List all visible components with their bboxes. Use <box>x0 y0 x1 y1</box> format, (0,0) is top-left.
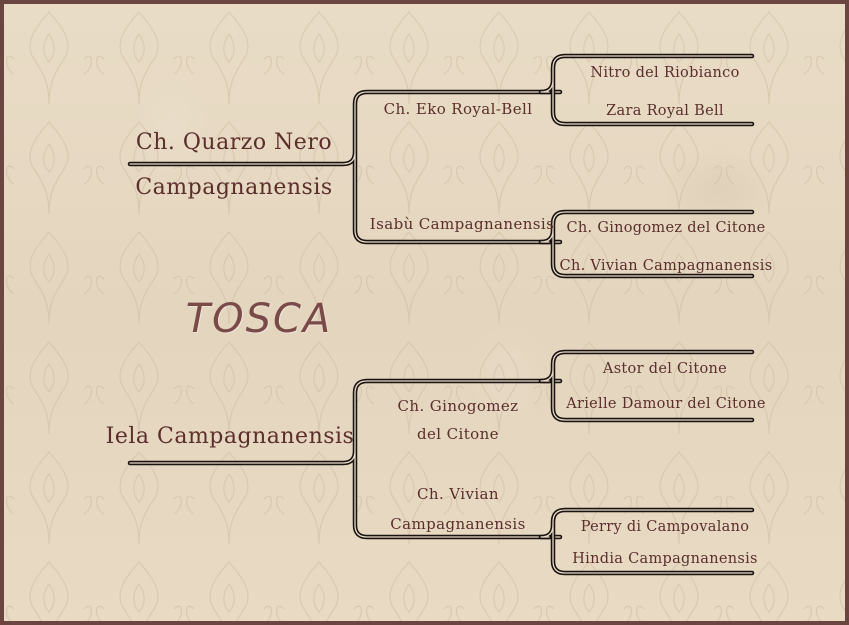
maternal-grandsire-name-line2: del Citone <box>417 425 499 443</box>
maternal-granddam-name-line1: Ch. Vivian <box>417 485 499 503</box>
great-grandparent-5: Astor del Citone <box>602 361 728 377</box>
damask-background <box>4 4 845 621</box>
paternal-grandsire-name: Ch. Eko Royal-Bell <box>383 100 533 118</box>
great-grandparent-6: Arielle Damour del Citone <box>566 396 766 412</box>
great-grandparent-1: Nitro del Riobianco <box>590 65 740 81</box>
dam-name: Iela Campagnanensis <box>105 424 355 449</box>
great-grandparent-8: Hindia Campagnanensis <box>572 551 758 567</box>
paternal-granddam-bracket <box>538 209 755 279</box>
maternal-grandsire-name-line1: Ch. Ginogomez <box>397 397 519 415</box>
great-grandparent-4: Ch. Vivian Campagnanensis <box>559 258 773 274</box>
maternal-grandsire-bracket <box>538 349 755 423</box>
sire-bracket <box>127 89 563 245</box>
great-grandparent-2: Zara Royal Bell <box>606 103 724 119</box>
pedigree-connectors <box>127 53 755 576</box>
subject-name: TOSCA <box>185 296 333 342</box>
great-grandparent-7: Perry di Campovalano <box>580 519 750 535</box>
maternal-granddam-name-line2: Campagnanensis <box>390 515 526 533</box>
sire-name-line2: Campagnanensis <box>135 175 333 200</box>
paternal-granddam-name: Isabù Campagnanensis <box>369 215 555 233</box>
paternal-grandsire-bracket <box>538 53 755 127</box>
sire-name-line1: Ch. Quarzo Nero <box>135 130 333 155</box>
great-grandparent-3: Ch. Ginogomez del Citone <box>566 220 766 236</box>
maternal-granddam-bracket <box>538 507 755 576</box>
dam-bracket <box>127 378 563 540</box>
